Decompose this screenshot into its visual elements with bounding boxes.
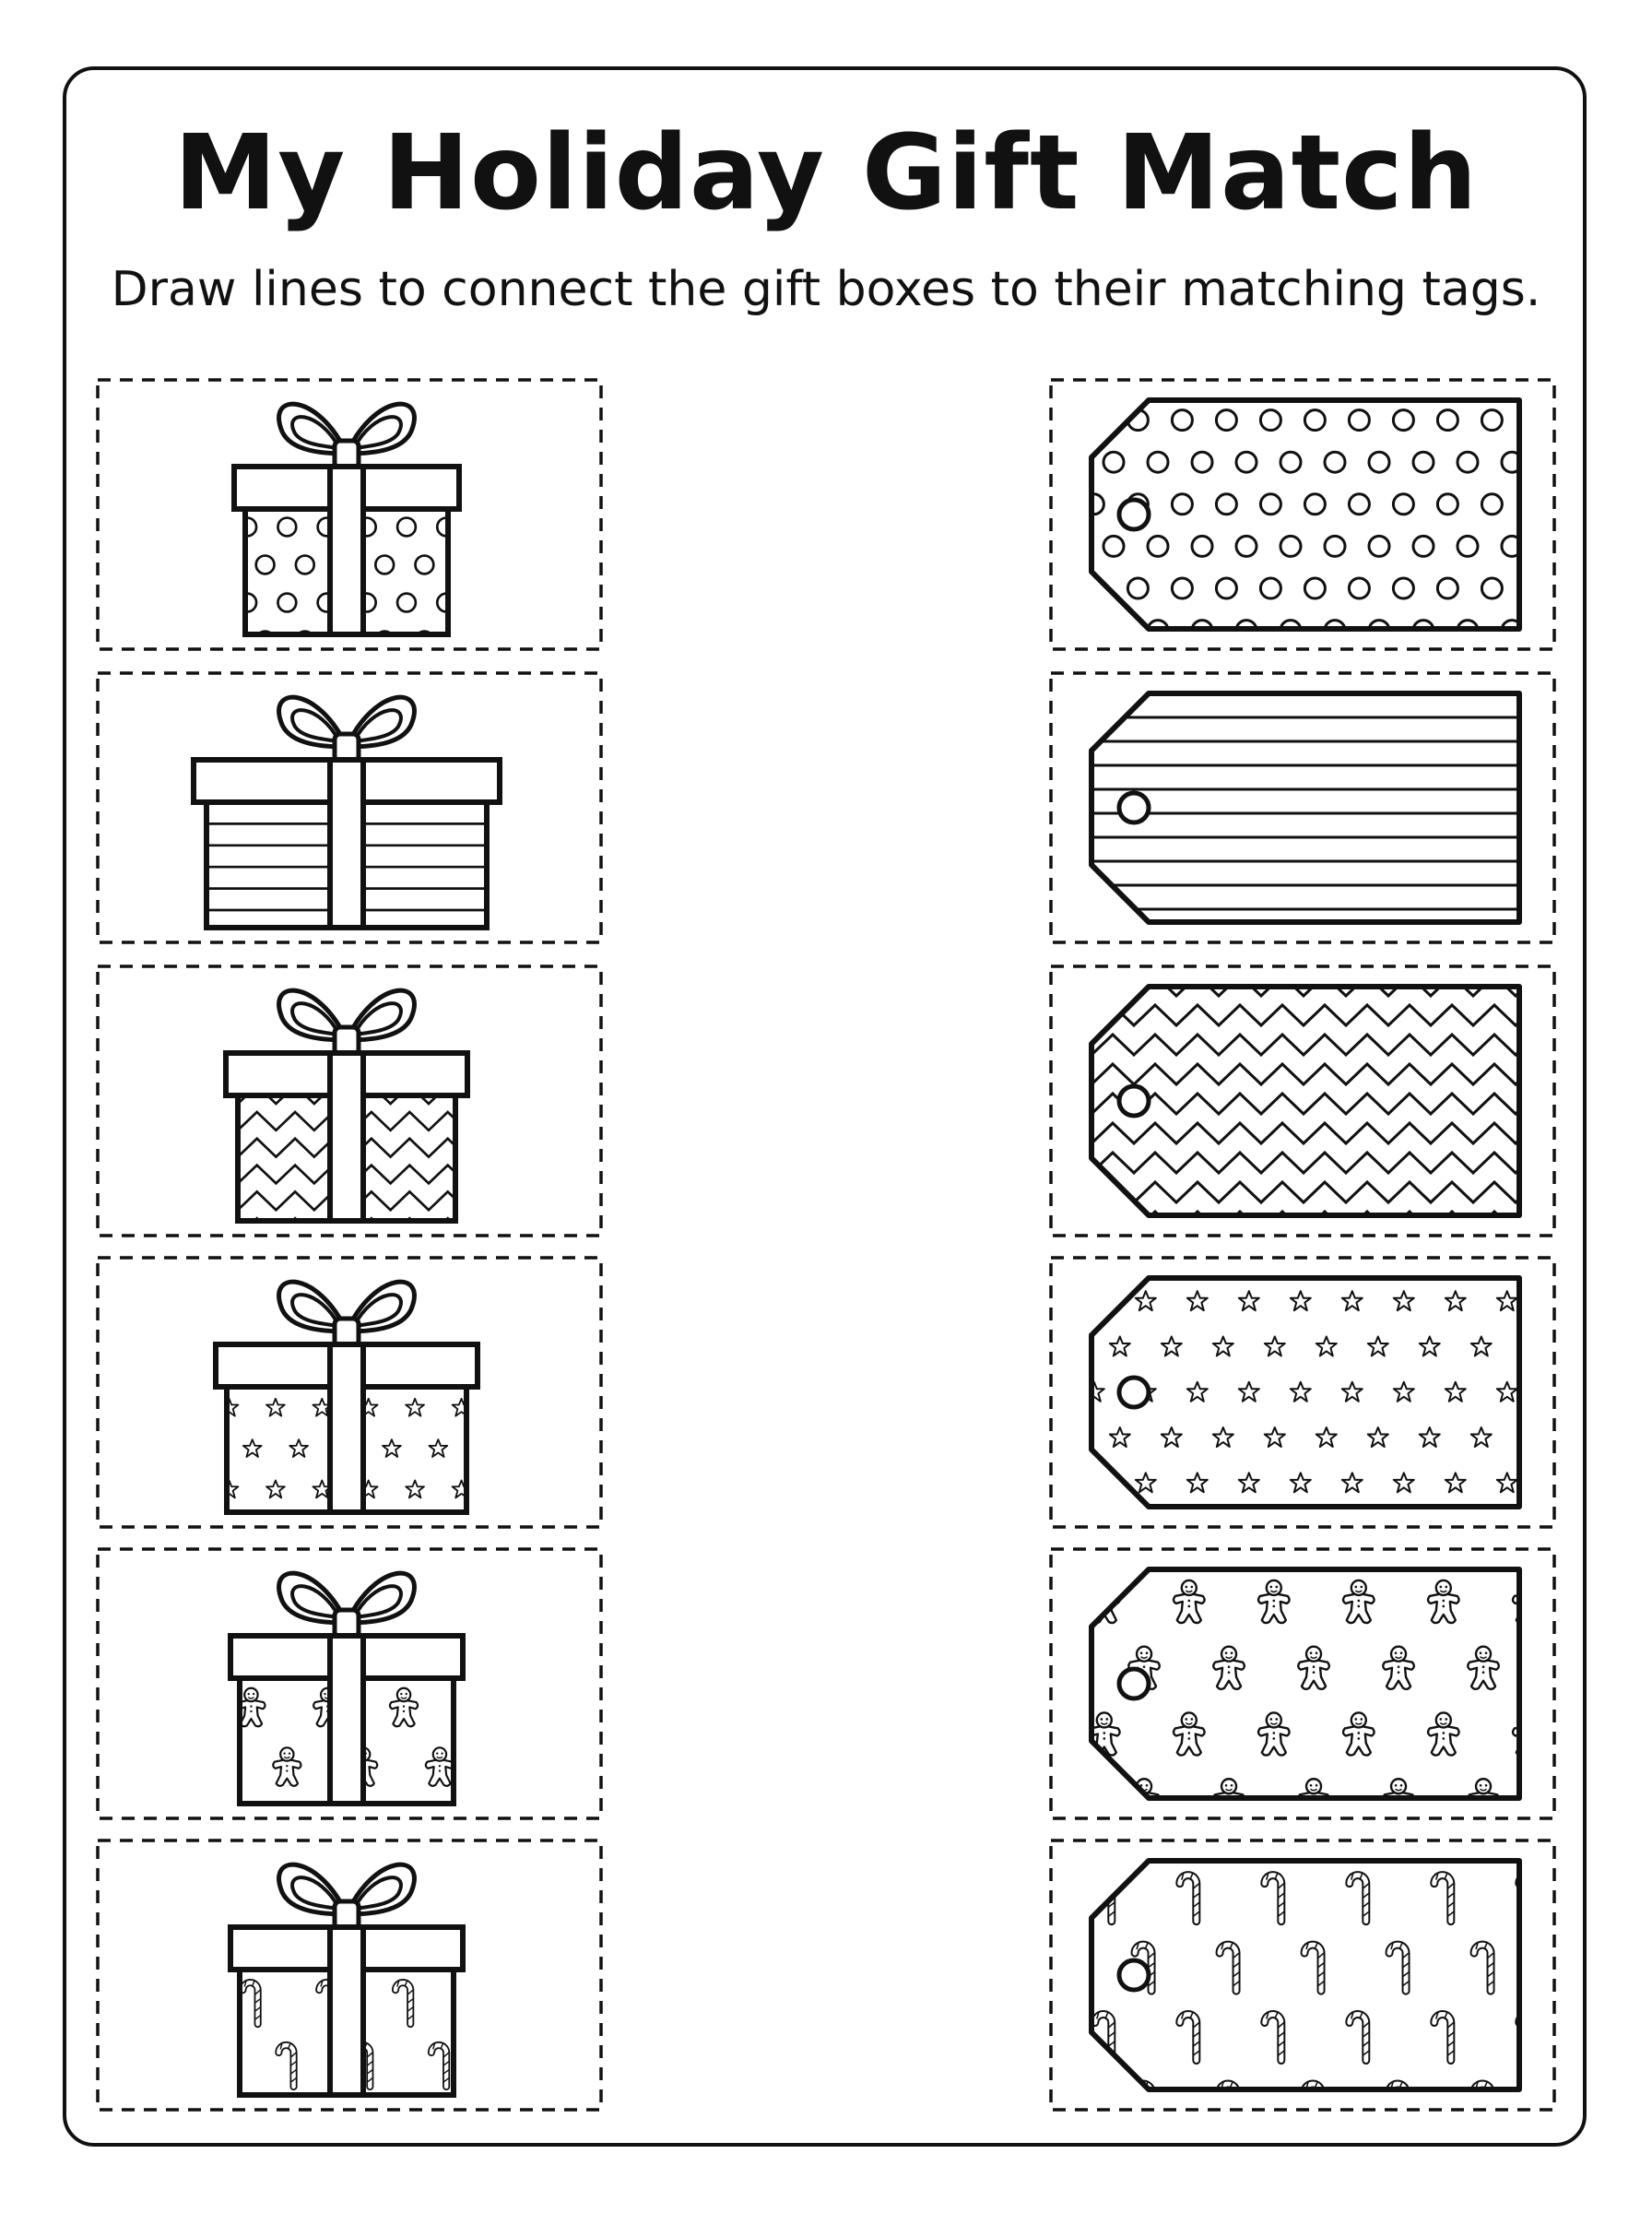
gift-tag-chevron[interactable] [1049,946,1558,1237]
gift-box-polka-dots[interactable] [96,378,603,651]
tag-hole-icon [1116,1083,1151,1118]
bow-icon [277,401,417,471]
gift-box-stripes[interactable] [96,671,603,944]
tag-hole-icon [1116,1958,1151,1993]
worksheet-frame [63,66,1587,2147]
gift-tag-polka-dots[interactable] [1049,378,1556,651]
gift-tag-stripes[interactable] [1049,671,1556,944]
bow-icon [277,1862,417,1932]
tag-pattern [1092,716,1519,911]
bow-icon [277,694,417,764]
gift-box-stars[interactable] [96,1256,603,1539]
gift-tag-gingerbread-men[interactable] [1049,1547,1556,1821]
tag-pattern [1092,1579,1519,1798]
bow-icon [277,988,417,1058]
tag-pattern [1092,408,1519,629]
instructions: Draw lines to connect the gift boxes to … [111,262,1541,317]
gift-box-gingerbread-men[interactable] [96,1547,603,1845]
tag-hole-icon [1116,1375,1151,1410]
bow-icon [277,1570,417,1640]
bow-icon [277,1279,417,1349]
gift-tag-stars[interactable] [1049,1256,1556,1538]
tag-hole-icon [1116,1666,1151,1701]
page-title: My Holiday Gift Match [173,113,1479,233]
tag-pattern [1092,1290,1518,1494]
tag-hole-icon [1116,497,1151,532]
gift-tag-candy-canes[interactable] [1049,1839,1556,2130]
gift-box-candy-canes[interactable] [96,1839,603,2149]
tag-hole-icon [1116,790,1151,825]
gift-box-chevron[interactable] [96,964,603,1237]
